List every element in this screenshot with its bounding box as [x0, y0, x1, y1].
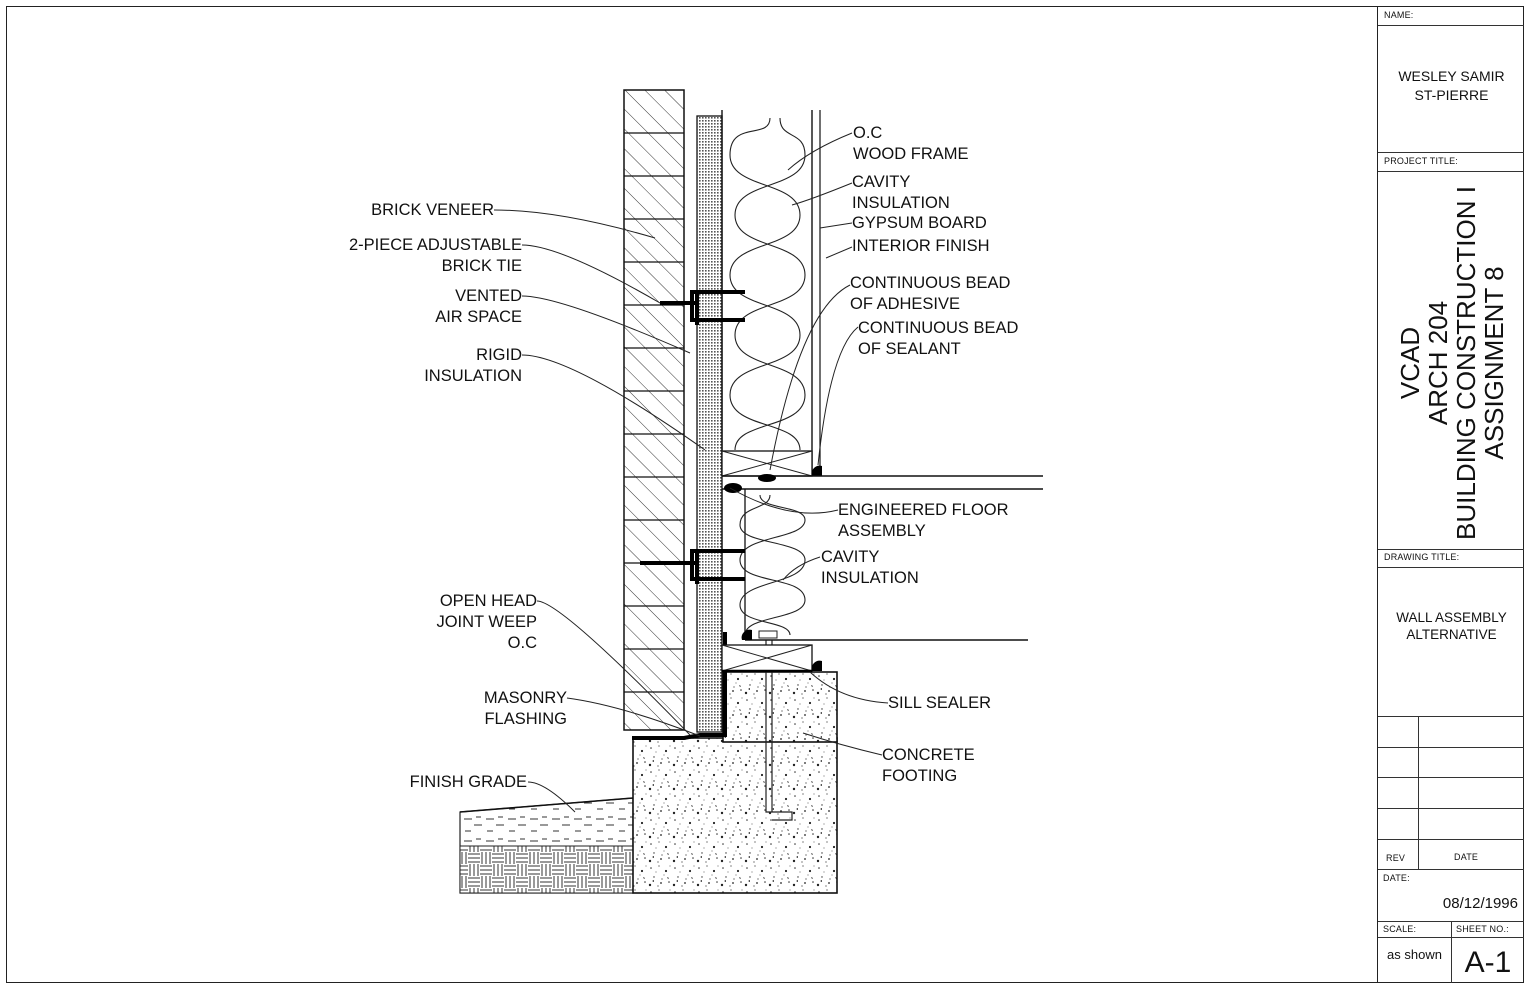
- label-footing-line1: CONCRETE: [882, 746, 975, 764]
- finish-grade-earth: [459, 797, 634, 894]
- project-caption: PROJECT TITLE:: [1384, 156, 1458, 166]
- label-finish-grade: FINISH GRADE: [409, 773, 527, 791]
- label-wood-frame-line1: O.C: [853, 124, 883, 142]
- project-title-line1: VCAD: [1394, 326, 1425, 400]
- date-column-caption: DATE: [1454, 852, 1479, 862]
- label-flashing-line1: MASONRY: [483, 689, 567, 707]
- label-weep-line2: JOINT WEEP: [436, 613, 537, 631]
- label-cavity-lower-line2: INSULATION: [821, 569, 919, 587]
- masonry-flashing: [632, 632, 727, 740]
- drawing-title-line1: WALL ASSEMBLY: [1396, 610, 1507, 625]
- rim-bead: [724, 483, 742, 493]
- upper-wall-framing: [721, 110, 822, 477]
- label-gypsum-board: GYPSUM BOARD: [852, 214, 987, 232]
- label-air-space-line2: AIR SPACE: [435, 308, 522, 326]
- label-rigid-line2: INSULATION: [424, 367, 522, 385]
- label-floor-line1: ENGINEERED FLOOR: [838, 501, 1009, 519]
- date-caption: DATE:: [1383, 873, 1410, 883]
- drawing-frame: [6, 6, 1524, 983]
- label-sealant-line2: OF SEALANT: [858, 340, 961, 358]
- scale-caption: SCALE:: [1383, 924, 1417, 934]
- rev-caption: REV: [1386, 853, 1406, 863]
- author-name-line1: WESLEY SAMIR: [1398, 68, 1505, 84]
- label-sill-sealer: SILL SEALER: [888, 694, 992, 712]
- name-caption: NAME:: [1384, 10, 1414, 20]
- label-cavity-lower-line1: CAVITY: [821, 548, 880, 566]
- label-interior-finish: INTERIOR FINISH: [852, 237, 990, 255]
- label-floor-line2: ASSEMBLY: [838, 522, 926, 540]
- label-footing-line2: FOOTING: [882, 767, 958, 785]
- label-adhesive-line2: OF ADHESIVE: [850, 295, 961, 313]
- adhesive-bead: [758, 474, 776, 482]
- author-name-line2: ST-PIERRE: [1414, 87, 1489, 103]
- project-title: VCAD ARCH 204 BUILDING CONSTRUCTION I AS…: [1378, 174, 1525, 552]
- leader-lines-right: [729, 132, 889, 756]
- label-wood-frame-line2: WOOD FRAME: [853, 145, 969, 163]
- drawing-caption: DRAWING TITLE:: [1384, 552, 1460, 562]
- rigid-insulation: [696, 115, 723, 733]
- label-rigid-line1: RIGID: [476, 346, 522, 364]
- label-brick-tie-line2: BRICK TIE: [441, 257, 522, 275]
- date-value: 08/12/1996: [1442, 895, 1518, 912]
- label-brick-tie-line1: 2-PIECE ADJUSTABLE: [348, 236, 522, 254]
- label-adhesive-line1: CONTINUOUS BEAD: [850, 274, 1011, 292]
- brick-tie-upper: [660, 290, 745, 325]
- scale-value: as shown: [1387, 947, 1442, 962]
- drawing-title-line2: ALTERNATIVE: [1406, 627, 1497, 642]
- label-air-space-line1: VENTED: [455, 287, 522, 305]
- label-weep-line3: O.C: [507, 634, 537, 652]
- project-title-line2: ARCH 204: [1422, 300, 1453, 426]
- sheet-number: A-1: [1464, 946, 1512, 979]
- title-block: NAME: WESLEY SAMIR ST-PIERRE PROJECT TIT…: [1377, 6, 1524, 983]
- label-weep-line1: OPEN HEAD: [439, 592, 537, 610]
- engineered-floor-assembly: [721, 489, 1028, 673]
- brick-tie-lower: [640, 549, 745, 584]
- project-title-line3: BUILDING CONSTRUCTION I: [1450, 186, 1481, 540]
- label-sealant-line1: CONTINUOUS BEAD: [858, 319, 1019, 337]
- label-cavity-line1: CAVITY: [852, 173, 911, 191]
- project-title-line4: ASSIGNMENT 8: [1478, 266, 1509, 460]
- brick-veneer: [623, 89, 685, 731]
- label-brick-veneer: BRICK VENEER: [371, 201, 494, 219]
- label-flashing-line2: FLASHING: [484, 710, 567, 728]
- label-cavity-line2: INSULATION: [852, 194, 950, 212]
- leader-lines-left: [493, 209, 706, 813]
- sheet-caption: SHEET NO.:: [1456, 924, 1509, 934]
